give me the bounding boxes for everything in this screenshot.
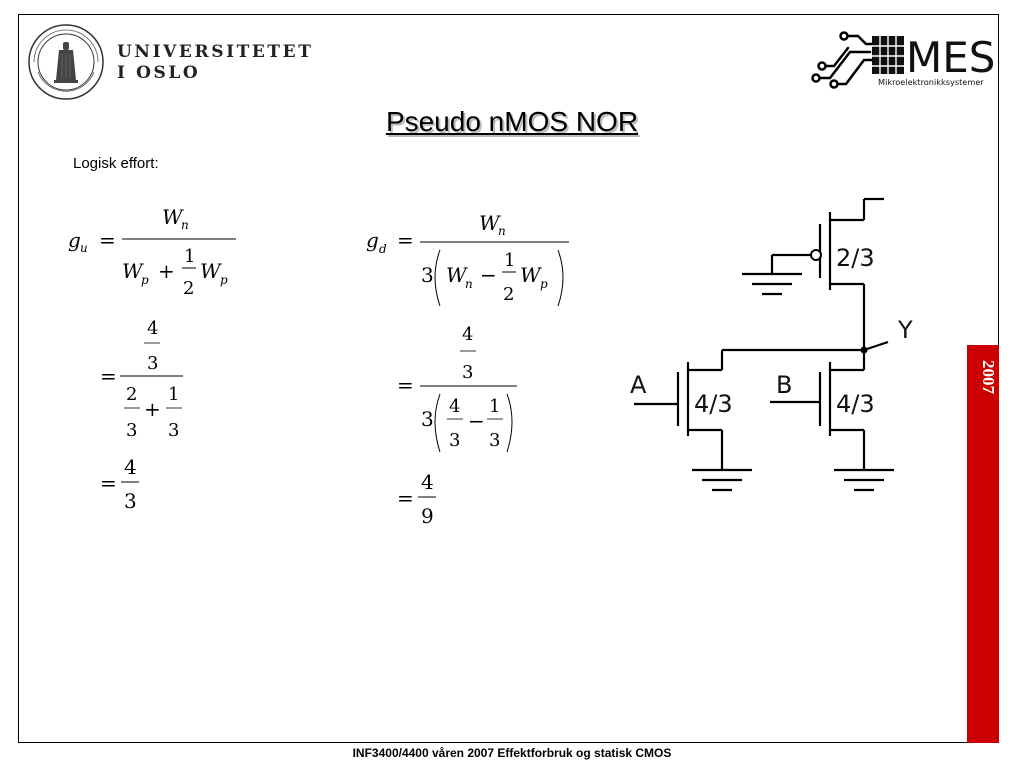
svg-text:p: p — [540, 277, 548, 291]
svg-text:g: g — [366, 228, 379, 252]
svg-text:3: 3 — [421, 263, 434, 287]
svg-text:3: 3 — [124, 489, 137, 513]
svg-text:1: 1 — [489, 396, 500, 417]
svg-text:=: = — [100, 364, 117, 388]
formula-gd: g d = W n 3 W n − 1 2 W p — [366, 211, 569, 307]
svg-text:3: 3 — [147, 353, 158, 374]
svg-text:g: g — [68, 228, 81, 252]
svg-text:2: 2 — [183, 278, 194, 299]
nmos-b-ratio-label: 4/3 — [836, 390, 875, 418]
svg-text:4: 4 — [124, 455, 137, 479]
slide-subtitle: Logisk effort: — [73, 155, 159, 172]
svg-text:2: 2 — [503, 284, 514, 305]
side-accent-bar — [967, 345, 999, 743]
pmos-ratio-label: 2/3 — [836, 244, 875, 272]
svg-text:1: 1 — [168, 384, 179, 405]
svg-text:3: 3 — [489, 430, 500, 451]
slide-title: Pseudo nMOS NOR — [385, 106, 639, 137]
svg-text:9: 9 — [421, 504, 434, 528]
svg-text:4: 4 — [421, 470, 434, 494]
svg-text:1: 1 — [184, 246, 195, 267]
output-node-dot — [860, 346, 868, 354]
svg-text:W: W — [479, 211, 501, 235]
pmos-gate-bubble-icon — [810, 249, 822, 261]
svg-text:n: n — [181, 218, 189, 232]
formula-gd-result: = 4 9 — [397, 470, 436, 528]
svg-text:W: W — [200, 259, 222, 283]
formula-gu-result: = 4 3 — [100, 455, 139, 513]
slide-frame — [18, 14, 999, 743]
svg-text:+: + — [144, 397, 161, 421]
mes-logo-icon: MES Mikroelektronikksystemer — [811, 31, 995, 89]
university-line-1: UNIVERSITETET — [117, 42, 314, 62]
input-b-label: B — [776, 371, 792, 399]
svg-text:=: = — [397, 228, 414, 252]
svg-text:n: n — [498, 224, 506, 238]
svg-text:W: W — [446, 263, 468, 287]
pseudo-nmos-nor-schematic: 2/3 4/3 4/3 A B Y — [630, 197, 913, 492]
year-label: 2007 — [979, 360, 998, 394]
svg-text:W: W — [162, 205, 184, 229]
svg-text:−: − — [480, 263, 497, 287]
svg-text:d: d — [379, 242, 387, 256]
svg-text:p: p — [220, 273, 228, 287]
nmos-a-ratio-label: 4/3 — [694, 390, 733, 418]
university-seal-icon — [28, 24, 104, 100]
svg-text:W: W — [520, 263, 542, 287]
svg-text:=: = — [397, 373, 414, 397]
logical-effort-formulas: g u = W n W p + 1 2 W p = 4 3 2 3 + 1 — [68, 205, 569, 528]
svg-text:4: 4 — [449, 396, 460, 417]
svg-text:4: 4 — [462, 324, 473, 345]
svg-text:3: 3 — [126, 420, 137, 441]
svg-text:+: + — [158, 259, 175, 283]
svg-text:n: n — [465, 277, 473, 291]
input-a-label: A — [630, 371, 647, 399]
formula-gu: g u = W n W p + 1 2 W p — [68, 205, 236, 299]
mes-logo-text: MES — [906, 33, 995, 82]
svg-text:3: 3 — [462, 362, 473, 383]
university-line-2: I OSLO — [117, 63, 201, 83]
mes-logo-subtitle: Mikroelektronikksystemer — [878, 77, 984, 87]
svg-text:=: = — [99, 228, 116, 252]
svg-text:W: W — [122, 259, 144, 283]
formula-gu-step2: = 4 3 2 3 + 1 3 — [100, 318, 183, 441]
svg-text:−: − — [468, 409, 485, 433]
svg-text:4: 4 — [147, 318, 158, 339]
svg-text:3: 3 — [449, 430, 460, 451]
svg-text:3: 3 — [168, 420, 179, 441]
formula-gd-step2: = 4 3 3 4 3 − 1 3 — [397, 324, 517, 453]
svg-text:2: 2 — [126, 384, 137, 405]
university-name: UNIVERSITETET I OSLO — [117, 42, 314, 84]
output-y-label: Y — [897, 316, 913, 344]
svg-text:=: = — [397, 486, 414, 510]
svg-text:=: = — [100, 471, 117, 495]
footer-text: INF3400/4400 våren 2007 Effektforbruk og… — [352, 746, 672, 760]
svg-text:p: p — [141, 273, 149, 287]
svg-text:3: 3 — [421, 407, 434, 431]
svg-text:1: 1 — [504, 250, 515, 271]
svg-text:u: u — [80, 241, 88, 255]
